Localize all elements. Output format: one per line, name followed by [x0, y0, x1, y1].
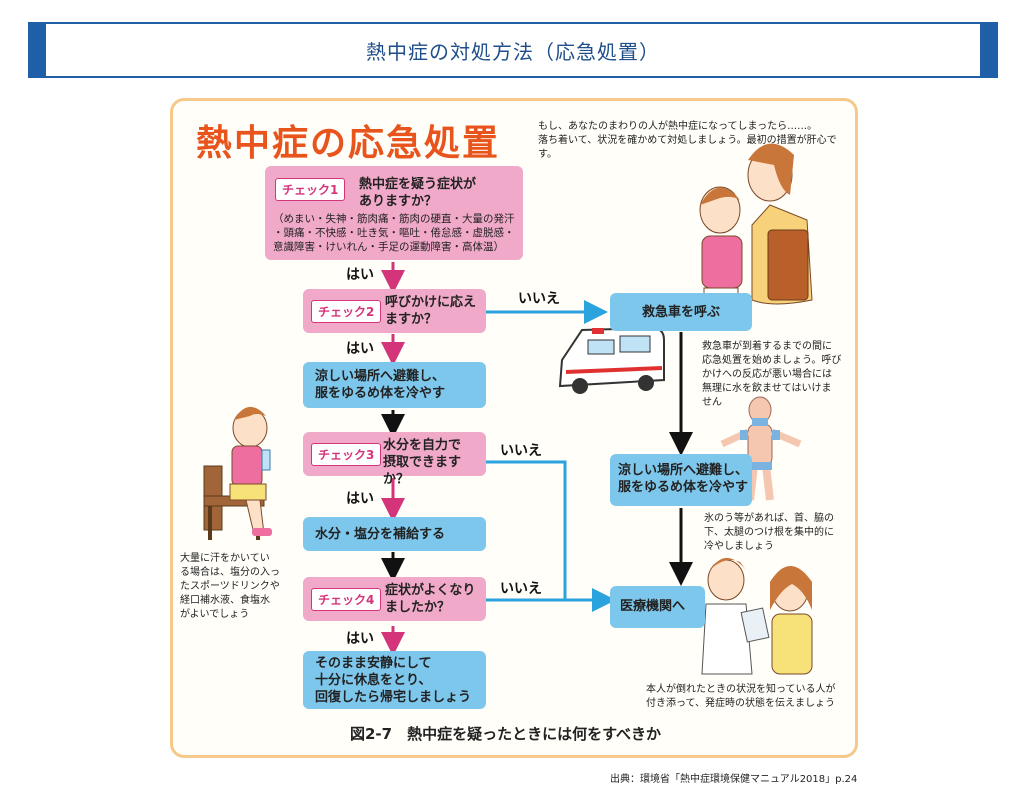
- check1-tag: チェック1: [275, 178, 346, 201]
- check1-question-line: ありますか？: [359, 194, 438, 209]
- yes-label: はい: [346, 267, 374, 283]
- note-line: る場合は、塩分の入っ: [180, 567, 280, 578]
- yes-label: はい: [346, 631, 374, 647]
- page-title: 熱中症の対処方法（応急処置）: [366, 40, 660, 64]
- check1-box: チェック1 熱中症を疑う症状が ありますか？ （めまい・失神・筋肉痛・筋肉の硬直…: [265, 166, 523, 260]
- figure-caption: 図2-7 熱中症を疑ったときには何をすべきか: [350, 725, 662, 743]
- no-label: いいえ: [500, 443, 542, 459]
- note-line: 氷のう等があれば、首、脇の: [704, 513, 834, 524]
- check4-tag: チェック4: [311, 588, 382, 611]
- check3-question: 水分を自力で 摂取できますか？: [383, 437, 486, 488]
- no-label: いいえ: [518, 291, 560, 307]
- check1-symptoms: （めまい・失神・筋肉痛・筋肉の硬直・大量の発汗 ・頭痛・不快感・吐き気・嘔吐・倦…: [273, 212, 515, 254]
- cool-down-line: 涼しい場所へ避難し、: [315, 369, 446, 384]
- check2-box: チェック2 呼びかけに応え ますか？: [303, 289, 486, 333]
- rest-box: そのまま安静にして 十分に休息をとり、 回復したら帰宅しましょう: [303, 651, 486, 709]
- no-label: いいえ: [500, 581, 542, 597]
- check4-question-line: ましたか？: [385, 600, 451, 615]
- cool-down-text: 涼しい場所へ避難し、 服をゆるめ体を冷やす: [303, 368, 486, 402]
- ambulance-note: 救急車が到着するまでの間に 応急処置を始めましょう。呼び かけへの反応が悪い場合…: [702, 340, 841, 410]
- ambulance-box: 救急車を呼ぶ: [610, 293, 752, 331]
- rest-line: そのまま安静にして: [315, 656, 432, 671]
- sick-girl-illustration: [699, 143, 813, 311]
- note-line: 本人が倒れたときの状況を知っている人が: [646, 684, 836, 695]
- source-citation: 出典：環境省「熱中症環境保健マニュアル2018」p.24: [610, 774, 858, 785]
- cool-down-line: 服をゆるめ体を冷やす: [618, 480, 749, 495]
- note-line: 下、太腿のつけ根を集中的に: [704, 527, 834, 538]
- check2-tag: チェック2: [311, 300, 382, 323]
- banner-right-bar: [980, 22, 998, 78]
- note-line: 大量に汗をかいてい: [180, 553, 270, 564]
- sweat-note: 大量に汗をかいてい る場合は、塩分の入っ たスポーツドリンクや 経口補水液、食塩…: [180, 552, 280, 622]
- cool-down-box-2: 涼しい場所へ避難し、 服をゆるめ体を冷やす: [610, 454, 752, 506]
- header-banner: 熱中症の対処方法（応急処置）: [28, 22, 998, 78]
- note-line: 救急車が到着するまでの間に: [702, 341, 832, 352]
- check3-question-line: 摂取できますか？: [383, 455, 462, 487]
- yes-label: はい: [346, 341, 374, 357]
- ambulance-text: 救急車を呼ぶ: [641, 305, 720, 320]
- cool-down-box: 涼しい場所へ避難し、 服をゆるめ体を冷やす: [303, 362, 486, 408]
- symptom-line: （めまい・失神・筋肉痛・筋肉の硬直・大量の発汗: [273, 213, 515, 225]
- check3-tag: チェック3: [311, 443, 382, 466]
- note-line: がよいでしょう: [180, 609, 250, 620]
- check4-box: チェック4 症状がよくなり ましたか？: [303, 577, 486, 621]
- intro-text: もし、あなたのまわりの人が熱中症になってしまったら……。 落ち着いて、状況を確か…: [538, 120, 848, 162]
- hospital-text: 医療機関へ: [620, 599, 686, 614]
- hydrate-box: 水分・塩分を補給する: [303, 517, 486, 551]
- note-line: 付き添って、発症時の状態を伝えましょう: [646, 698, 835, 709]
- ambulance-illustration: [558, 326, 665, 394]
- rest-line: 十分に休息をとり、: [315, 673, 432, 688]
- intro-line: 落ち着いて、状況を確かめて対処しましょう。最初の措置が肝心です。: [538, 135, 837, 160]
- check4-question: 症状がよくなり ましたか？: [385, 582, 475, 616]
- rest-line: 回復したら帰宅しましょう: [315, 690, 472, 705]
- nurse-illustration: [701, 557, 813, 675]
- banner-left-bar: [28, 22, 46, 78]
- symptom-line: 意識障害・けいれん・手足の運動障害・高体温）: [273, 241, 504, 253]
- cool-down-line: 服をゆるめ体を冷やす: [315, 386, 446, 401]
- intro-line: もし、あなたのまわりの人が熱中症になってしまったら……。: [538, 121, 818, 132]
- cool-down-text-2: 涼しい場所へ避難し、 服をゆるめ体を冷やす: [610, 462, 752, 496]
- check2-question-line: 呼びかけに応え: [385, 295, 477, 310]
- body-cooling-illustration: [720, 396, 802, 501]
- check3-box: チェック3 水分を自力で 摂取できますか？: [303, 432, 486, 487]
- ice-note: 氷のう等があれば、首、脇の 下、太腿のつけ根を集中的に 冷やしましょう: [704, 512, 834, 554]
- check1-question: 熱中症を疑う症状が ありますか？: [359, 176, 476, 210]
- symptom-line: ・頭痛・不快感・吐き気・嘔吐・倦怠感・虚脱感・: [273, 227, 515, 239]
- note-line: せん: [702, 397, 722, 408]
- yes-label: はい: [346, 491, 374, 507]
- hydrate-text: 水分・塩分を補給する: [315, 527, 446, 542]
- note-line: 応急処置を始めましょう。呼び: [702, 355, 842, 366]
- drinking-girl-illustration: [203, 406, 272, 540]
- figure-title: 熱中症の応急処置: [196, 122, 501, 164]
- check2-question-line: ますか？: [385, 312, 438, 327]
- arrow-no-check3: [486, 460, 567, 600]
- note-line: 経口補水液、食塩水: [180, 595, 270, 606]
- check2-question: 呼びかけに応え ますか？: [385, 294, 476, 328]
- note-line: かけへの反応が悪い場合には: [702, 369, 832, 380]
- hospital-box: 医療機関へ: [610, 586, 705, 628]
- check3-question-line: 水分を自力で: [383, 438, 462, 453]
- note-line: 無理に水を飲ませてはいけま: [702, 383, 832, 394]
- note-line: 冷やしましょう: [704, 541, 774, 552]
- cool-down-line: 涼しい場所へ避難し、: [618, 463, 749, 478]
- check4-question-line: 症状がよくなり: [385, 583, 476, 598]
- hospital-note: 本人が倒れたときの状況を知っている人が 付き添って、発症時の状態を伝えましょう: [646, 683, 836, 711]
- note-line: たスポーツドリンクや: [180, 581, 280, 592]
- rest-text: そのまま安静にして 十分に休息をとり、 回復したら帰宅しましょう: [303, 655, 486, 706]
- check1-question-line: 熱中症を疑う症状が: [359, 177, 477, 192]
